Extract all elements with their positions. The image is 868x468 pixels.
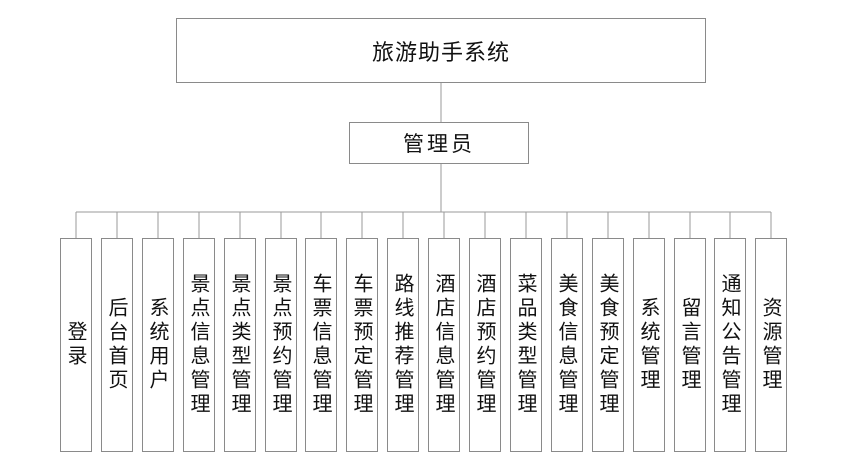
module-box: 菜品类型管理 [510,238,542,452]
module-label: 车票信息管理 [309,273,333,417]
module-label: 车票预定管理 [350,273,374,417]
module-box: 通知公告管理 [714,238,746,452]
module-box: 景点类型管理 [224,238,256,452]
module-box: 资源管理 [755,238,787,452]
admin-node: 管理员 [349,122,529,164]
admin-node-label: 管理员 [403,132,475,156]
module-label: 菜品类型管理 [514,273,538,417]
module-box: 美食信息管理 [551,238,583,452]
module-box: 车票信息管理 [305,238,337,452]
module-label: 景点信息管理 [187,273,211,417]
module-label: 登录 [64,321,88,369]
module-box: 后台首页 [101,238,133,452]
module-box: 景点预约管理 [265,238,297,452]
module-label: 酒店预约管理 [473,273,497,417]
module-box: 景点信息管理 [183,238,215,452]
module-label: 后台首页 [105,297,129,393]
module-label: 景点预约管理 [269,273,293,417]
module-box: 车票预定管理 [346,238,378,452]
module-box: 留言管理 [674,238,706,452]
module-label: 系统用户 [146,297,170,393]
root-node: 旅游助手系统 [176,18,706,83]
root-node-label: 旅游助手系统 [371,40,510,66]
module-box: 系统用户 [142,238,174,452]
module-label: 酒店信息管理 [432,273,456,417]
connector-bus [75,211,772,238]
module-label: 景点类型管理 [228,273,252,417]
module-label: 资源管理 [759,297,783,393]
module-label: 通知公告管理 [718,273,742,417]
module-box: 系统管理 [633,238,665,452]
module-label: 系统管理 [637,297,661,393]
module-label: 美食预定管理 [596,273,620,417]
module-box: 酒店预约管理 [469,238,501,452]
module-box: 美食预定管理 [592,238,624,452]
module-label: 美食信息管理 [555,273,579,417]
module-label: 留言管理 [678,297,702,393]
module-label: 路线推荐管理 [391,273,415,417]
module-box: 路线推荐管理 [387,238,419,452]
module-box: 登录 [60,238,92,452]
module-box: 酒店信息管理 [428,238,460,452]
